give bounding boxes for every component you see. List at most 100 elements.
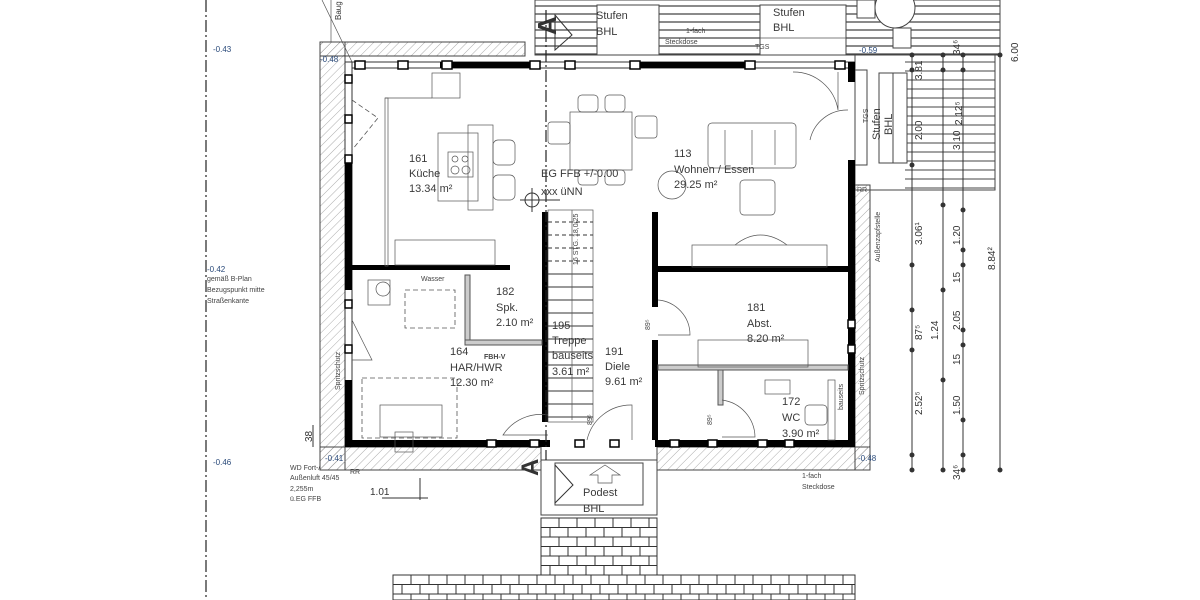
plan-label: 3.61 m²	[552, 366, 590, 378]
window	[529, 60, 541, 70]
window	[574, 439, 585, 448]
walls	[344, 61, 856, 448]
plan-label: BHL	[883, 114, 895, 135]
plan-label: Bezugspunkt mitte	[207, 287, 265, 294]
plan-label: TGS	[863, 108, 870, 123]
plan-label: WC	[782, 412, 800, 424]
section-marker-top: A	[532, 10, 573, 460]
dimension-tick	[909, 452, 915, 458]
plan-label: Steckdose	[802, 484, 835, 491]
plan-label: 113	[674, 148, 692, 160]
dimension-tick	[909, 347, 915, 353]
dimension-tick	[909, 307, 915, 313]
plan-label: 1.20	[952, 225, 963, 245]
section-marker-bottom: A	[517, 459, 574, 505]
plan-label: 1-fach	[686, 28, 706, 35]
dimension-tick	[940, 52, 946, 58]
plan-label: 1-fach	[802, 473, 822, 480]
windows	[344, 60, 856, 448]
dimension-tick	[960, 67, 966, 73]
annotation-labels: Stufen BHL Stufen BHL TGS 1-fach Steckdo…	[207, 1, 895, 515]
room-labels: 161 Küche 13.34 m² 113 Wohnen / Essen 29…	[409, 148, 820, 440]
plan-label: 15	[952, 271, 963, 283]
dimension-tick	[960, 467, 966, 473]
outer-wall-insulation	[319, 41, 871, 471]
entrance-landing	[392, 459, 856, 600]
plan-label: EG FFB +/-0.00	[541, 168, 618, 180]
doors	[351, 71, 849, 441]
section-marker-label: A	[517, 459, 544, 476]
plan-label: Stufen	[596, 10, 628, 22]
window	[707, 439, 718, 448]
plan-label: -0.43	[213, 45, 232, 54]
dimension-tick	[960, 327, 966, 333]
plan-label: 89⁵	[707, 414, 714, 425]
plan-label: 16 STG. 18,0/25	[573, 214, 580, 265]
plan-label: BHL	[583, 503, 604, 515]
staircase	[547, 209, 594, 423]
dimension-tick	[960, 247, 966, 253]
dimension-tick	[940, 202, 946, 208]
plan-label: Podest	[583, 487, 617, 499]
section-marker-label: A	[532, 16, 562, 35]
plan-label: 13.34 m²	[409, 183, 453, 195]
plan-label: 34⁶	[952, 40, 963, 55]
window	[847, 319, 856, 329]
dimension-tick	[940, 377, 946, 383]
window	[834, 60, 846, 70]
plan-label: bauseits	[552, 350, 593, 362]
plan-label: xxx üNN	[541, 186, 583, 198]
plan-label: Steckdose	[665, 39, 698, 46]
window	[669, 439, 680, 448]
window	[344, 74, 353, 84]
plan-label: Stufen	[773, 7, 805, 19]
plan-label: Außenzapfstelle	[875, 212, 882, 262]
plan-label: -0.48	[320, 55, 339, 64]
paver-path	[540, 517, 658, 576]
plan-label: Spk.	[496, 302, 518, 314]
plan-label: 87⁵	[914, 325, 925, 340]
top-terrace	[534, 0, 1001, 56]
plan-label: 1.24	[930, 320, 941, 340]
plan-label: 172	[782, 396, 800, 408]
dimension-tick	[940, 67, 946, 73]
plan-label: 1.01	[370, 487, 390, 498]
plan-label: Spritzschutz	[859, 356, 866, 395]
plan-label: ü.EG FFB	[290, 496, 321, 503]
plan-label: 182	[496, 286, 514, 298]
plan-label: 89⁵	[587, 414, 594, 425]
dimension-tick	[960, 452, 966, 458]
plan-label: -0.48	[858, 454, 877, 463]
plan-label: 161	[409, 153, 427, 165]
paver-outline	[392, 574, 856, 600]
window	[344, 154, 353, 164]
dimension-tick	[997, 467, 1003, 473]
window	[757, 439, 768, 448]
window	[441, 60, 453, 70]
plan-label: 2.05	[952, 310, 963, 330]
dimension-tick	[960, 342, 966, 348]
plan-label: gemäß B-Plan	[207, 276, 252, 283]
plan-label: 3.06¹	[914, 222, 925, 245]
window	[344, 344, 353, 354]
right-terrace	[854, 54, 996, 191]
dimension-tick	[960, 52, 966, 58]
dimension-tick	[909, 52, 915, 58]
plan-label: Diele	[605, 361, 630, 373]
plan-label: WD Fort-/	[290, 465, 320, 472]
dimension-tick	[960, 262, 966, 268]
plan-label: Abst.	[747, 318, 772, 330]
plan-label: 8.20 m²	[747, 333, 785, 345]
window	[629, 60, 641, 70]
dimension-labels: 3.81 2.00 3.06¹ 87⁵ 2.52⁵ 2.12⁵ 1.24 34⁶…	[304, 40, 1021, 498]
window	[344, 114, 353, 124]
plan-label: RR	[857, 187, 867, 194]
plan-label: Stufen	[871, 108, 883, 140]
dimension-tick	[997, 52, 1003, 58]
plan-label: 1.50	[952, 395, 963, 415]
plan-label: Küche	[409, 168, 440, 180]
plan-label: 2.10 m²	[496, 317, 534, 329]
dimension-tick	[909, 67, 915, 73]
plan-label: 2.00	[914, 120, 925, 140]
